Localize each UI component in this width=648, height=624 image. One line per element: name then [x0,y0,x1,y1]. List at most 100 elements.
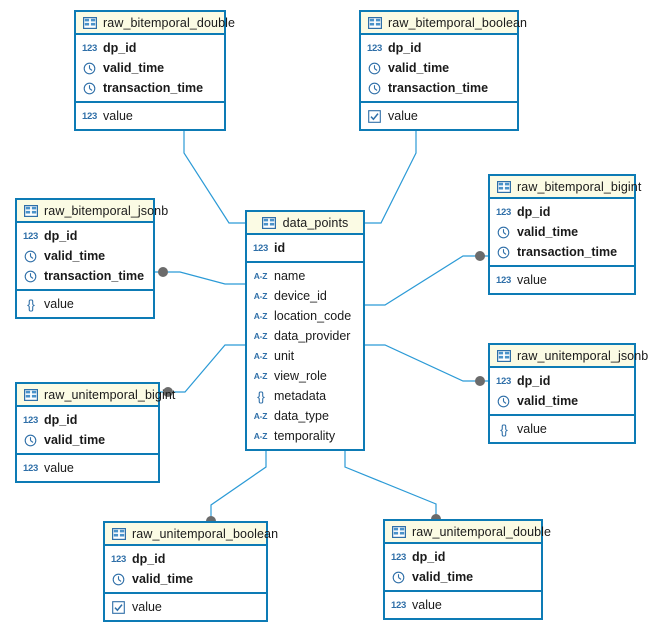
column-row: valid_time [17,430,158,450]
table-header[interactable]: raw_bitemporal_bigint [490,176,641,199]
clock-icon [23,433,38,448]
table-grid-icon [496,179,511,194]
column-label: valid_time [132,572,194,586]
number-type-icon: 123 [367,42,382,54]
table-name: data_points [282,215,349,230]
table-grid-icon [23,203,38,218]
table-name: raw_bitemporal_bigint [517,179,642,194]
clock-icon [23,249,38,264]
clock-icon [391,570,406,585]
clock-icon [496,225,511,240]
value-columns: { } value [490,414,634,442]
connector-endpoint-rel-bitemporal-jsonb[interactable] [158,267,168,277]
column-label: valid_time [517,394,579,408]
connector-endpoint-rel-bitemporal-bigint[interactable] [475,251,485,261]
table-header[interactable]: raw_unitemporal_jsonb [490,345,648,368]
table-header[interactable]: raw_bitemporal_double [76,12,235,35]
column-row: valid_time [490,222,634,242]
column-label: dp_id [44,413,78,427]
connector-endpoint-rel-unitemporal-jsonb[interactable] [475,376,485,386]
table-header[interactable]: raw_unitemporal_bigint [17,384,175,407]
connector-rel-unitemporal-bigint [160,344,245,393]
column-label: value [44,461,74,475]
column-row: { }metadata [247,386,363,406]
column-label: valid_time [412,570,474,584]
column-label: value [388,109,418,123]
connector-rel-bitemporal-boolean [365,126,417,224]
connector-rel-bitemporal-jsonb [155,271,245,285]
column-label: metadata [274,389,327,403]
value-columns: value [361,101,517,129]
checkbox-icon [111,600,126,615]
column-label: value [517,422,547,436]
connector-rel-bitemporal-double [183,126,245,224]
column-label: dp_id [412,550,446,564]
column-label: dp_id [103,41,137,55]
number-type-icon: 123 [496,274,511,286]
clock-icon [23,269,38,284]
table-header[interactable]: raw_unitemporal_double [385,521,551,544]
number-type-icon: 123 [23,230,38,242]
column-label: transaction_time [388,81,489,95]
table-grid-icon [111,526,126,541]
value-columns: value [105,592,266,620]
number-type-icon: 123 [111,553,126,565]
connector-rel-unitemporal-double [344,442,437,519]
checkbox-icon [367,109,382,124]
column-label: dp_id [517,374,551,388]
table-header[interactable]: raw_bitemporal_boolean [361,12,527,35]
column-label: valid_time [517,225,579,239]
table-grid-icon [82,15,97,30]
table-header[interactable]: raw_unitemporal_boolean [105,523,278,546]
column-row: { }value [17,294,153,314]
number-type-icon: 123 [391,599,406,611]
text-type-icon: A-Z [253,351,268,361]
column-row: transaction_time [361,78,517,98]
column-row: valid_time [76,58,224,78]
table-name: raw_bitemporal_boolean [388,15,528,30]
column-row: { } value [490,419,634,439]
column-label: unit [274,349,295,363]
column-label: data_provider [274,329,351,343]
column-label: valid_time [388,61,450,75]
text-type-icon: A-Z [253,331,268,341]
table-name: raw_unitemporal_boolean [132,526,279,541]
table-grid-icon [23,387,38,402]
value-columns: { }value [17,289,153,317]
table-header[interactable]: data_points [247,212,363,235]
number-type-icon: 123 [82,110,97,122]
column-row: transaction_time [17,266,153,286]
table-header[interactable]: raw_bitemporal_jsonb [17,200,168,223]
column-row: valid_time [490,391,634,411]
json-type-icon: { } [500,421,508,437]
table-name: raw_unitemporal_jsonb [517,348,648,363]
column-label: valid_time [103,61,165,75]
clock-icon [82,81,97,96]
